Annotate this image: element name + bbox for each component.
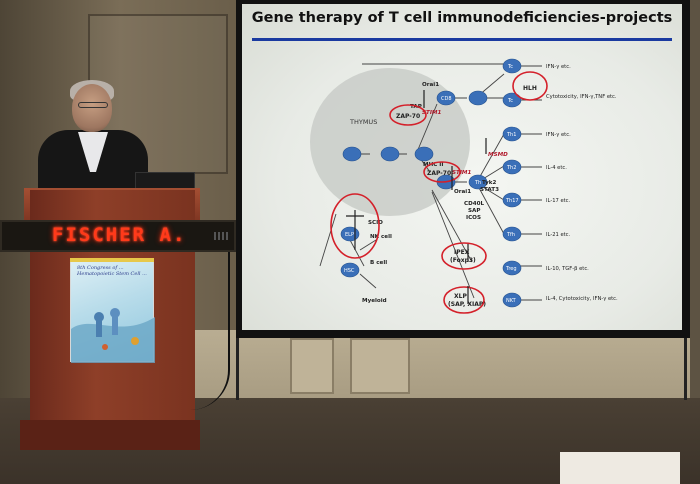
orai1-top-label: Orai1 — [422, 82, 439, 88]
sap-label: SAP — [468, 208, 480, 214]
tfh-cell-label: Tfh — [506, 232, 515, 238]
tap-label: TAP — [410, 104, 422, 110]
zap70-mid-circle — [423, 161, 461, 183]
tyk2-label: Tyk2 — [482, 180, 497, 186]
th-label: Th — [474, 180, 481, 186]
outcome-text: IL-10, TGF-β etc. — [546, 266, 589, 272]
congress-poster: 8th Congress of ... Hematopoietic Stem C… — [70, 258, 155, 363]
tc-label: Tc — [507, 98, 513, 104]
th2-cell — [502, 159, 522, 175]
xlp-label: XLP — [454, 293, 467, 300]
orai1-mid-label: Orai1 — [454, 189, 471, 195]
outcome-text: IL-17 etc. — [546, 198, 571, 204]
xlp-circle — [443, 286, 485, 314]
th17-cell-label: Th17 — [505, 198, 519, 204]
title-underline — [252, 38, 672, 41]
zap70-mid-label: ZAP-70 — [427, 170, 451, 177]
hsc-label: HSC — [344, 268, 355, 274]
th1-cell-label: Th1 — [506, 132, 516, 138]
speaker-glasses — [78, 102, 108, 108]
ipex-label: IPEX — [454, 249, 470, 256]
scid-label: SCID — [368, 220, 383, 226]
th17-cell — [502, 192, 522, 208]
elp-label: ELP — [345, 232, 354, 238]
outcome-text: IL-4, Cytotoxicity, IFN-γ etc. — [546, 296, 618, 302]
table-corner — [560, 452, 680, 484]
outcome-text: IFN-γ etc. — [546, 64, 571, 70]
stat3-label: STAT3 — [480, 187, 499, 193]
foxp3-label: (Foxp3) — [450, 257, 476, 264]
poster-artwork — [71, 308, 155, 363]
mhc2-label: MHC II — [423, 162, 443, 168]
cd8-label: CD8 — [441, 96, 452, 102]
stim1-top-label: STIM1 — [422, 110, 441, 116]
screen-stand-leg — [236, 330, 239, 400]
msmd-label: MSMD — [488, 152, 508, 158]
outcome-text: IFN-γ etc. — [546, 132, 571, 138]
myeloid-label: Myeloid — [362, 298, 387, 304]
treg-cell-label: Treg — [505, 266, 517, 272]
nkt-cell-label: NKT — [506, 298, 517, 304]
hlh-label: HLH — [523, 85, 537, 92]
speaker-head — [72, 84, 112, 132]
wainscot-panel — [290, 338, 334, 394]
poster-accent-bar — [70, 258, 154, 262]
scid-circle — [330, 193, 380, 259]
icos-label: ICOS — [466, 215, 481, 221]
hsc-cell — [340, 262, 360, 278]
zap70-top-label: ZAP-70 — [396, 113, 420, 120]
th-cell — [468, 174, 488, 190]
slide-title: Gene therapy of T cell immunodeficiencie… — [251, 10, 673, 26]
outcome-text: Cytotoxicity, IFN-γ,TNF etc. — [546, 94, 617, 100]
tc-top-label: Tc — [507, 64, 513, 70]
th1-cell — [502, 126, 522, 142]
outcome-text: IL-4 etc. — [546, 165, 567, 171]
wainscot — [150, 330, 690, 400]
treg-cell — [502, 260, 522, 276]
led-sign-grille — [214, 232, 230, 240]
thymus-region — [310, 68, 470, 216]
cell-node — [414, 146, 434, 162]
poster-title: 8th Congress of ... Hematopoietic Stem C… — [77, 265, 147, 277]
led-name-sign: FISCHER A. — [0, 220, 236, 252]
zap70-top-circle — [389, 104, 427, 126]
cell-node — [468, 90, 488, 106]
sap-xiap-label: (SAP, XIAP) — [448, 301, 486, 308]
outcome-text: IL-21 etc. — [546, 232, 571, 238]
nk-cell-label: NK cell — [370, 234, 392, 240]
podium-base — [20, 420, 200, 450]
stim1-mid-label: STIM1 — [452, 170, 471, 176]
projection-screen: Gene therapy of T cell immunodeficiencie… — [242, 4, 682, 330]
nkt-cell — [502, 292, 522, 308]
tfh-cell — [502, 226, 522, 242]
tc-cell — [502, 92, 522, 108]
led-sign-text: FISCHER A. — [52, 224, 187, 246]
th2-cell-label: Th2 — [506, 165, 516, 171]
tc-cell — [502, 58, 522, 74]
b-cell-label: B cell — [370, 260, 387, 266]
thymus-label: THYMUS — [349, 118, 377, 126]
cell-node — [380, 146, 400, 162]
t-cell-diagram: THYMUS — [310, 58, 618, 314]
hlh-circle — [512, 71, 548, 101]
cd8-cell — [436, 90, 456, 106]
cell-node — [342, 146, 362, 162]
microphone-cable — [170, 250, 230, 410]
ipex-circle — [441, 242, 487, 270]
wainscot-panel — [350, 338, 410, 394]
screen-stand-leg — [684, 330, 687, 400]
cd40l-label: CD40L — [464, 201, 485, 207]
